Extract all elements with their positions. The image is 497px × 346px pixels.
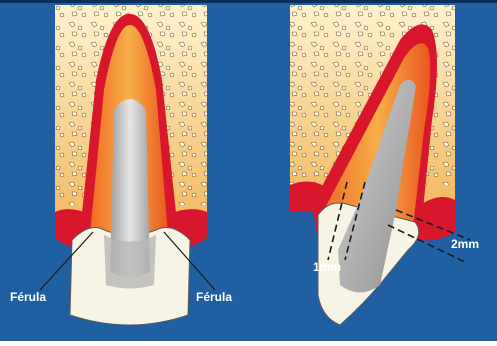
label-one-mm: 1mm [313, 260, 341, 274]
label-two-mm: 2mm [451, 237, 479, 251]
tooth-section-left [55, 5, 207, 325]
label-ferrule-left: Férula [10, 290, 46, 304]
label-ferrule-right: Férula [196, 290, 232, 304]
